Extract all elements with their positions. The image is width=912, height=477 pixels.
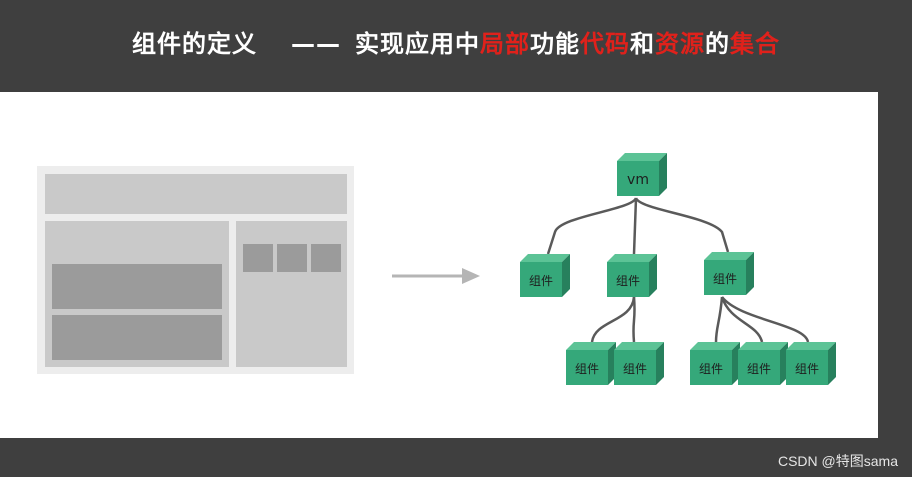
wireframe-side-box-1 (243, 244, 273, 272)
component-node-2-1: 组件 (566, 342, 616, 385)
wireframe-side-box-3 (311, 244, 341, 272)
component-label: 组件 (623, 362, 647, 376)
wireframe-sidebar (236, 221, 347, 367)
vm-root-node: vm (617, 153, 667, 196)
wireframe-main-block-2 (52, 315, 222, 360)
wireframe-header (45, 174, 347, 214)
diagram-canvas: vm 组件 组件 组件 组件 组件 组件 组件 (37, 153, 836, 385)
content-panel: vm 组件 组件 组件 组件 组件 组件 组件 (0, 92, 878, 438)
title-part4: 和 (630, 30, 655, 58)
wireframe-side-box-2 (277, 244, 307, 272)
component-label: 组件 (575, 362, 599, 376)
component-label: 组件 (616, 274, 640, 288)
tree-connectors (546, 197, 810, 343)
component-label: 组件 (747, 362, 771, 376)
title-highlight-code: 代码 (580, 30, 630, 58)
component-node-2-2: 组件 (614, 342, 664, 385)
title-part3: 功能 (530, 30, 580, 58)
component-node-3-2: 组件 (738, 342, 788, 385)
component-node-1: 组件 (520, 254, 570, 297)
csdn-watermark: CSDN @特图sama (777, 453, 898, 469)
title-part2: 实现应用中 (355, 30, 480, 58)
component-label: 组件 (795, 362, 819, 376)
title-highlight-collection: 集合 (730, 30, 780, 58)
component-node-3: 组件 (704, 252, 754, 295)
vm-label: vm (627, 172, 649, 188)
page-wireframe (37, 166, 354, 374)
bottom-bar (0, 438, 912, 477)
right-border (878, 92, 912, 438)
title-dash: —— (291, 30, 341, 58)
component-label: 组件 (713, 272, 737, 286)
title-part5: 的 (705, 30, 730, 58)
component-node-3-1: 组件 (690, 342, 740, 385)
title-part1: 组件的定义 (132, 30, 257, 58)
arrow-icon (392, 268, 480, 284)
slide-title: 组件的定义 —— 实现应用中局部功能代码和资源的集合 (0, 24, 912, 59)
component-node-2: 组件 (607, 254, 657, 297)
title-highlight-local: 局部 (480, 30, 530, 58)
component-label: 组件 (529, 274, 553, 288)
component-node-3-3: 组件 (786, 342, 836, 385)
title-highlight-resource: 资源 (655, 30, 705, 58)
title-bar: 组件的定义 —— 实现应用中局部功能代码和资源的集合 (0, 0, 912, 92)
component-label: 组件 (699, 362, 723, 376)
wireframe-main-block-1 (52, 264, 222, 309)
